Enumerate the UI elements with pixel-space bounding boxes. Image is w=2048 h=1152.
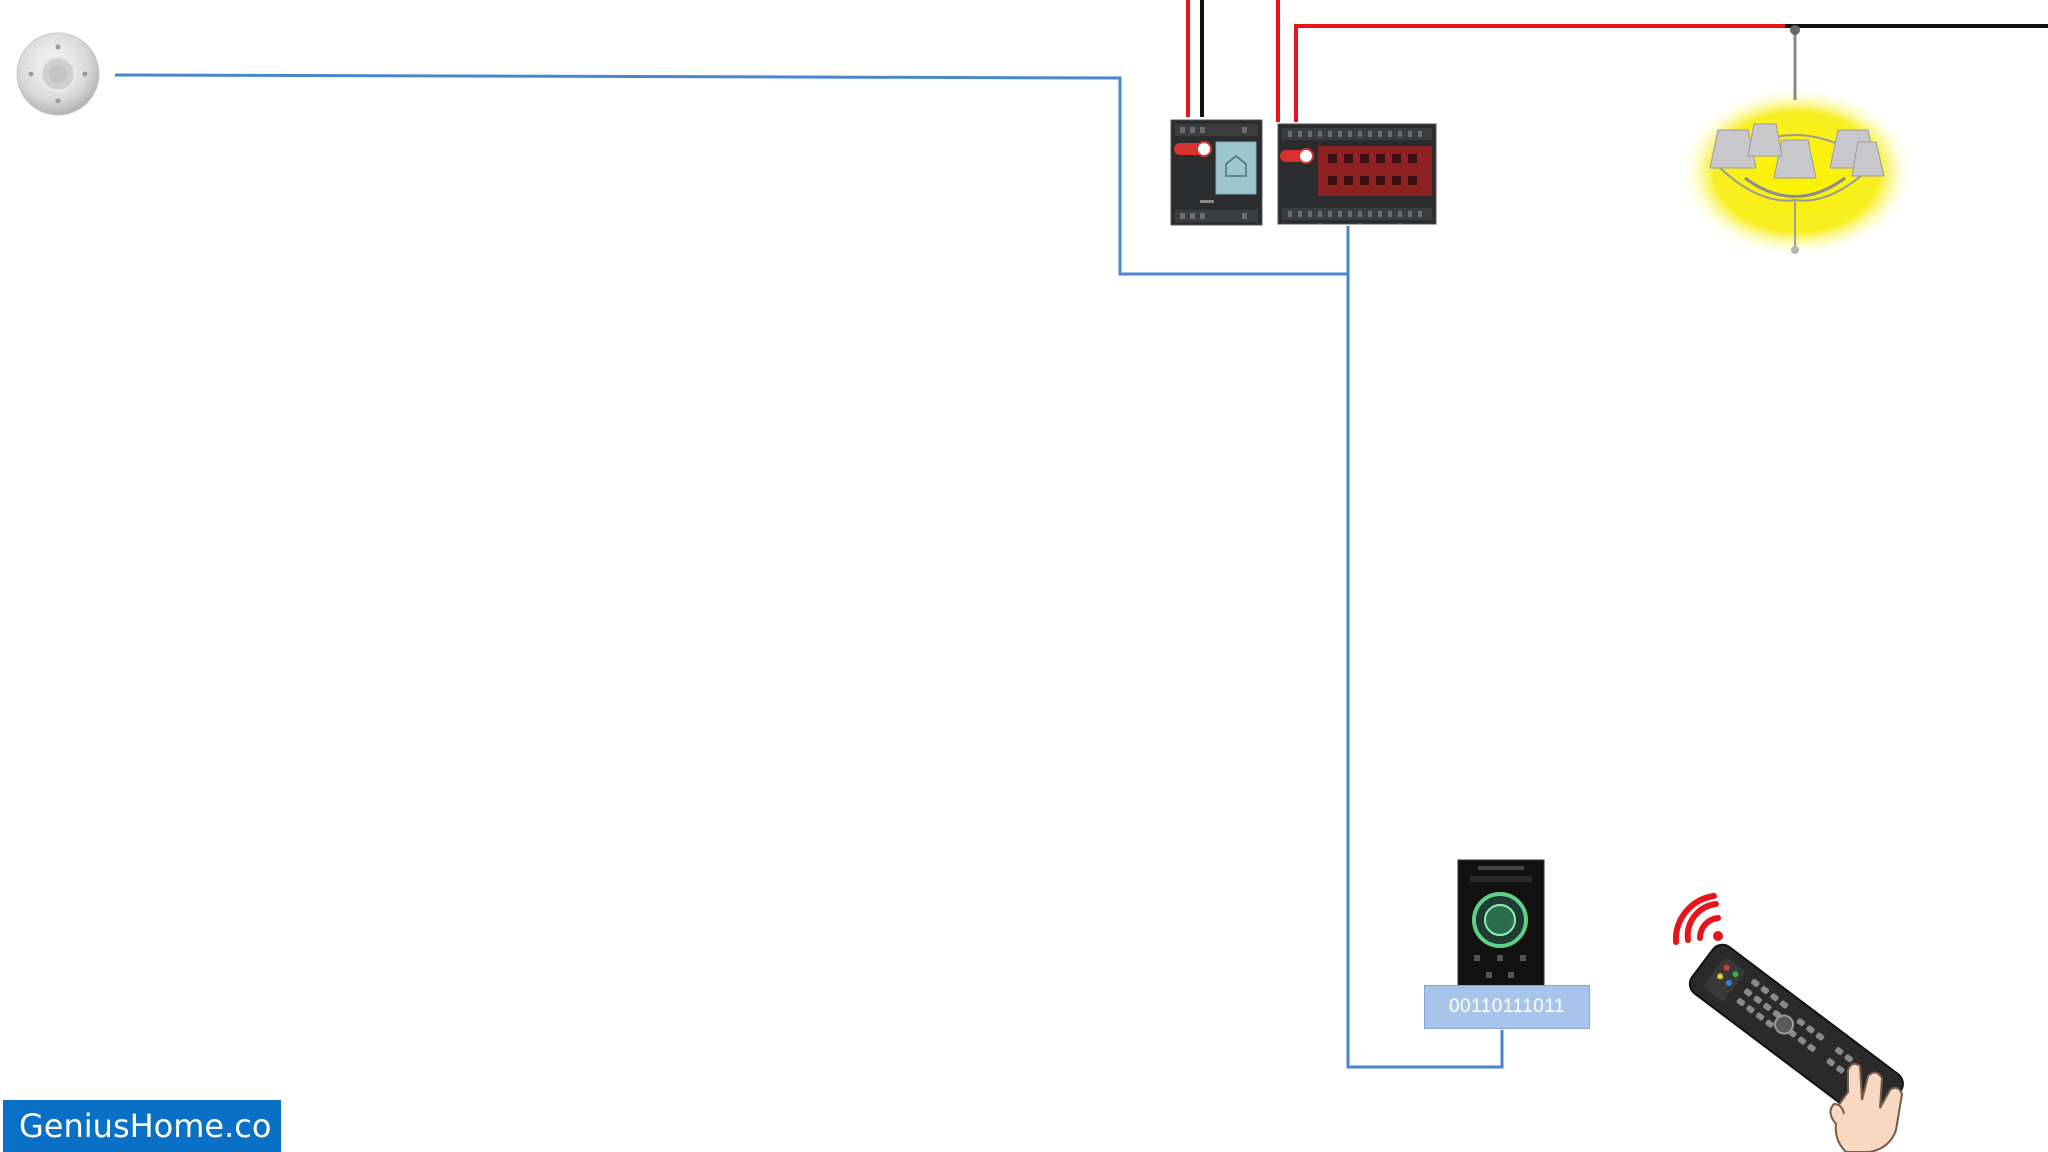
motion-sensor-icon <box>16 32 100 116</box>
ir-signal-icon <box>1672 893 1723 945</box>
dimmer-module-icon <box>1170 119 1263 226</box>
panel-bus-wire <box>1346 226 1504 1069</box>
chandelier-icon <box>1679 25 1915 258</box>
bus-wires <box>114 73 1504 1069</box>
power-wires <box>1186 0 2048 122</box>
brand-badge: GeniusHome.co <box>3 1100 281 1152</box>
wall-panel-icon <box>1457 859 1545 991</box>
device-code-label: 00110111011 <box>1424 985 1590 1029</box>
remote-control-icon <box>1688 943 1904 1152</box>
hand-icon <box>1829 1062 1904 1152</box>
live-wire-relay-2 <box>1294 24 1785 122</box>
sensor-bus-wire <box>114 73 1347 276</box>
relay-module-icon <box>1277 123 1437 225</box>
